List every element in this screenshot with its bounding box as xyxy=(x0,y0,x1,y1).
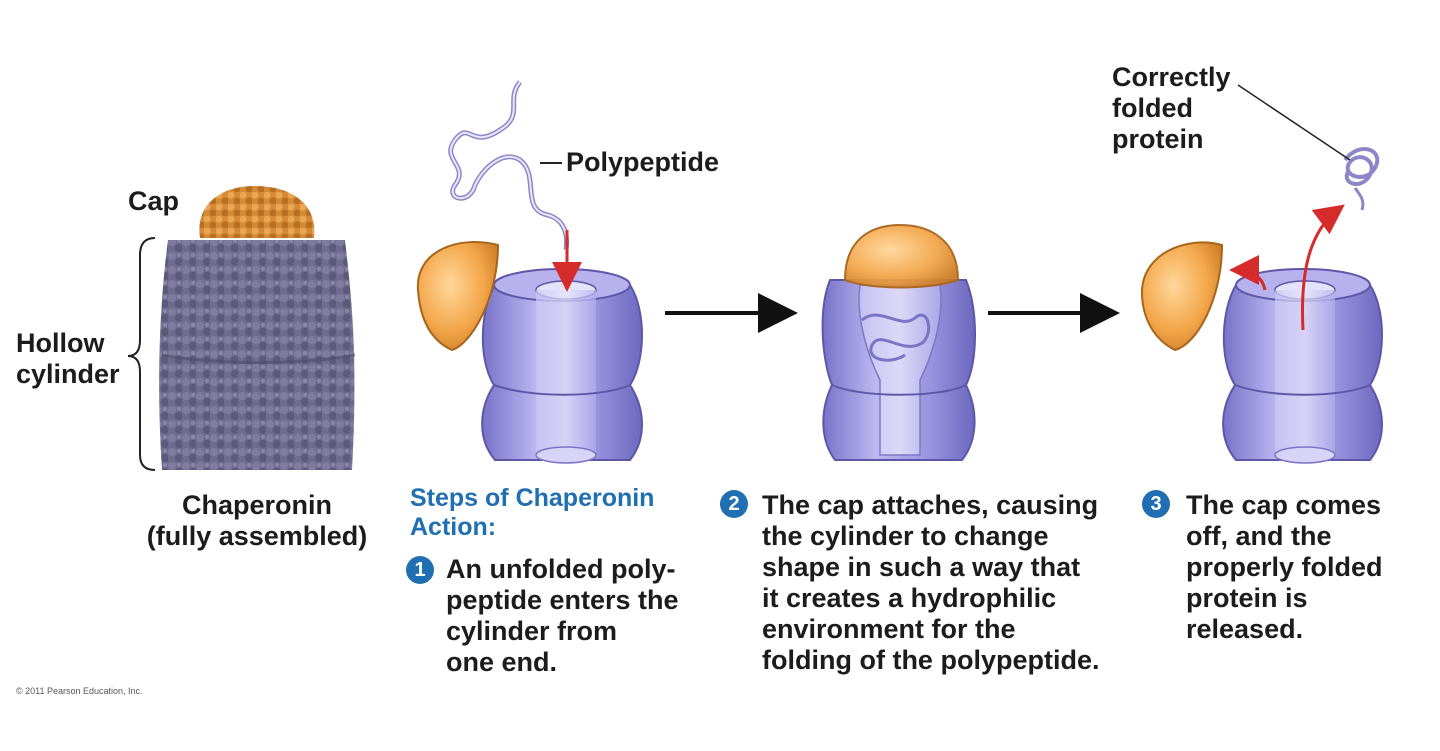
step3-cylinder xyxy=(1222,268,1383,464)
step-number-3: 3 xyxy=(1142,490,1170,518)
step1-cylinder xyxy=(481,268,643,464)
cap-label: Cap xyxy=(128,186,180,216)
protein-release-arrow xyxy=(1301,204,1345,331)
copyright: © 2011 Pearson Education, Inc. xyxy=(16,686,143,696)
steps-title: Steps of Chaperonin Action: xyxy=(410,484,655,541)
polypeptide-strand xyxy=(448,80,569,251)
polypeptide-label: Polypeptide xyxy=(566,147,720,177)
step-text-1: An unfolded poly- peptide enters the cyl… xyxy=(446,554,679,677)
step2-cylinder xyxy=(821,223,976,461)
step3-cap xyxy=(1140,241,1224,352)
step-text-3: The cap comes off, and the properly fold… xyxy=(1186,490,1383,644)
step1-cap xyxy=(416,241,500,352)
chaperonin-cap-model xyxy=(199,186,315,238)
folded-protein-leader xyxy=(1237,84,1351,161)
folded-protein-label: Correctly folded protein xyxy=(1112,62,1231,154)
folded-protein xyxy=(1343,147,1380,211)
cap-release-arrow xyxy=(1229,255,1267,291)
chaperonin-model xyxy=(159,186,356,470)
hollow-cylinder-bracket xyxy=(127,237,156,471)
step2-cap xyxy=(843,223,960,289)
step-number-2: 2 xyxy=(720,490,748,518)
chaperonin-label: Chaperonin (fully assembled) xyxy=(146,490,368,551)
hollow-cylinder-label: Hollow cylinder xyxy=(16,328,120,389)
step-number-1: 1 xyxy=(406,556,434,584)
step-text-2: The cap attaches, causing the cylinder t… xyxy=(762,490,1100,675)
chaperonin-cylinder-model xyxy=(159,240,355,470)
